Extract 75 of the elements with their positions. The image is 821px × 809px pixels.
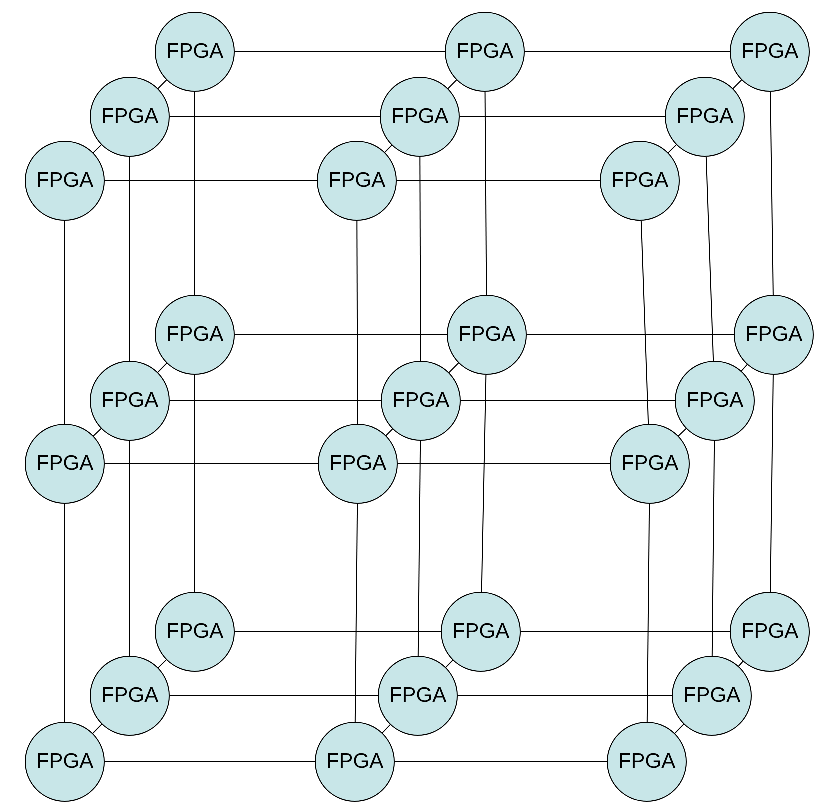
connector-line — [706, 156, 714, 362]
node-label: FPGA — [741, 620, 799, 644]
fpga-circle — [90, 77, 170, 157]
connector-line — [526, 334, 734, 336]
connector-line — [646, 504, 650, 722]
connector-line — [668, 144, 677, 154]
connector-line — [418, 440, 422, 656]
connector-line — [93, 428, 102, 437]
connector-line — [738, 661, 744, 667]
node-label: FPGA — [166, 620, 224, 644]
connector-line — [741, 364, 748, 372]
node-label: FPGA — [101, 389, 159, 413]
connector-line — [420, 156, 422, 362]
connector-line — [460, 400, 676, 402]
connector-line — [396, 180, 600, 182]
node-label: FPGA — [683, 684, 741, 708]
node-label: FPGA — [329, 452, 387, 476]
connector-line — [104, 180, 318, 182]
node-label: FPGA — [391, 105, 449, 129]
node-label: FPGA — [101, 684, 159, 708]
node-label: FPGA — [741, 40, 799, 64]
node-label: FPGA — [392, 389, 450, 413]
node-label: FPGA — [676, 105, 734, 129]
node-label: FPGA — [326, 750, 384, 774]
node-label: FPGA — [456, 40, 514, 64]
connector-line — [640, 220, 650, 425]
connector-line — [170, 400, 382, 402]
fpga-circle — [90, 656, 170, 736]
fpga-circle — [380, 77, 460, 157]
connector-line — [712, 440, 716, 656]
connector-line — [770, 374, 774, 592]
connector-line — [194, 374, 196, 592]
fpga-circle — [672, 656, 752, 736]
connector-line — [92, 724, 102, 734]
connector-line — [448, 362, 460, 374]
connector-line — [674, 724, 684, 734]
connector-line — [158, 363, 168, 373]
connector-line — [382, 724, 391, 734]
connector-line — [234, 334, 448, 336]
node-label: FPGA — [452, 620, 510, 644]
node-label: FPGA — [458, 323, 516, 347]
connector-line — [460, 116, 666, 118]
connector-line — [446, 660, 454, 668]
connector-line — [93, 144, 102, 154]
node-label: FPGA — [101, 105, 159, 129]
connector-line — [158, 80, 168, 90]
node-label: FPGA — [328, 169, 386, 193]
node-label: FPGA — [621, 452, 679, 476]
connector-line — [448, 80, 458, 90]
connector-line — [158, 660, 167, 668]
node-label: FPGA — [686, 389, 744, 413]
connector-line — [354, 504, 358, 722]
connector-line — [64, 504, 66, 722]
connector-line — [384, 145, 392, 153]
node-label: FPGA — [36, 169, 94, 193]
node-label: FPGA — [389, 684, 447, 708]
node-label: FPGA — [618, 750, 676, 774]
node-label: FPGA — [36, 750, 94, 774]
node-label: FPGA — [745, 323, 803, 347]
connector-line — [170, 116, 380, 118]
fpga-circle — [665, 77, 745, 157]
connector-line — [484, 92, 488, 296]
node-label: FPGA — [166, 40, 224, 64]
fpga-circle — [90, 361, 170, 441]
connector-line — [64, 220, 66, 424]
connector-line — [678, 428, 687, 437]
connector-line — [732, 80, 742, 90]
connector-line — [356, 220, 358, 424]
node-label: FPGA — [611, 169, 669, 193]
connector-line — [194, 92, 196, 296]
connector-line — [386, 428, 394, 436]
connector-line — [770, 92, 774, 296]
connector-line — [481, 374, 487, 592]
node-label: FPGA — [36, 452, 94, 476]
node-label: FPGA — [166, 323, 224, 347]
